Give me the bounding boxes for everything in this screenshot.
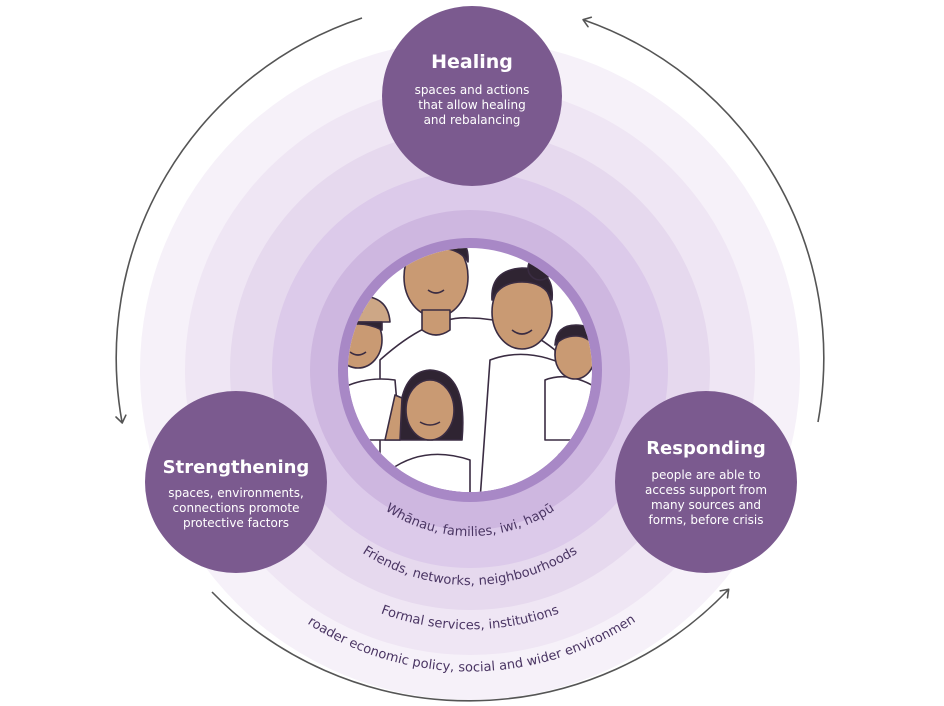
arrow-healing-to-strengthening-icon (115, 17, 363, 424)
node-healing-title: Healing (431, 51, 513, 73)
arrow-responding-to-healing-icon (582, 16, 825, 423)
node-healing-line-2: that allow healing (418, 98, 525, 112)
node-strengthening: Strengthening spaces, environments, conn… (145, 391, 327, 573)
node-responding-line-3: many sources and (651, 498, 761, 512)
node-healing-line-3: and rebalancing (424, 113, 521, 127)
node-healing-line-1: spaces and actions (415, 83, 530, 97)
node-strengthening-line-2: connections promote (173, 501, 300, 515)
node-strengthening-line-1: spaces, environments, (168, 486, 304, 500)
node-responding-line-2: access support from (645, 483, 767, 497)
node-strengthening-title: Strengthening (163, 457, 310, 478)
arrow-strengthening-to-responding-icon (211, 588, 730, 702)
node-responding-title: Responding (646, 438, 766, 459)
node-responding-line-1: people are able to (651, 468, 760, 482)
cycle-arrows (115, 16, 825, 702)
node-responding-line-4: forms, before crisis (649, 513, 764, 527)
node-responding: Responding people are able to access sup… (615, 391, 797, 573)
node-strengthening-line-3: protective factors (183, 516, 289, 530)
node-healing: Healing spaces and actions that allow he… (382, 6, 562, 186)
